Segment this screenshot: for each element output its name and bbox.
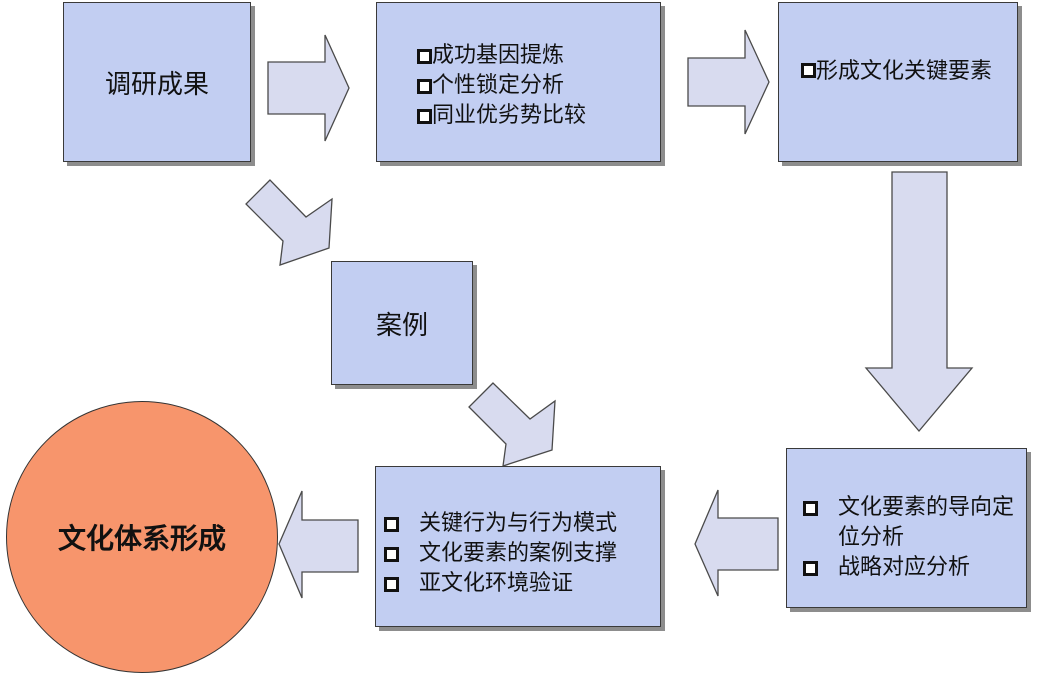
analysis-item: 同业优劣势比较 xyxy=(417,101,660,131)
cases-label: 案例 xyxy=(375,310,428,341)
research-results-box: 调研成果 xyxy=(63,2,251,162)
checkbox-icon xyxy=(803,501,818,516)
checkbox-icon xyxy=(801,63,816,78)
validation-item: 关键行为与行为模式 xyxy=(384,509,660,539)
arrow-key-elements-to-positioning xyxy=(864,171,974,433)
arrow-validation-to-result xyxy=(278,490,359,599)
positioning-box: 文化要素的导向定位分析 战略对应分析 xyxy=(786,448,1027,608)
research-results-label: 调研成果 xyxy=(104,69,209,100)
arrow-research-to-cases xyxy=(245,179,333,266)
analysis-item: 个性锁定分析 xyxy=(417,71,660,101)
culture-system-label: 文化体系形成 xyxy=(57,522,226,555)
checkbox-icon xyxy=(803,561,818,576)
culture-system-circle: 文化体系形成 xyxy=(6,401,278,673)
positioning-item: 战略对应分析 xyxy=(803,553,1016,583)
checkbox-icon xyxy=(417,79,432,94)
positioning-list: 文化要素的导向定位分析 战略对应分析 xyxy=(803,493,1016,583)
arrow-cases-to-validation xyxy=(468,382,556,467)
validation-item: 文化要素的案例支撑 xyxy=(384,539,660,569)
arrow-analysis-to-key-elements xyxy=(687,29,770,135)
checkbox-icon xyxy=(417,109,432,124)
checkbox-icon xyxy=(384,547,399,562)
validation-item: 亚文化环境验证 xyxy=(384,569,660,599)
key-elements-box: 形成文化关键要素 xyxy=(778,2,1018,162)
arrow-research-to-analysis xyxy=(267,34,350,142)
validation-list: 关键行为与行为模式 文化要素的案例支撑 亚文化环境验证 xyxy=(384,509,660,599)
arrow-positioning-to-validation xyxy=(694,489,779,597)
checkbox-icon xyxy=(417,49,432,64)
analysis-item: 成功基因提炼 xyxy=(417,41,660,71)
positioning-item: 文化要素的导向定位分析 xyxy=(803,493,1016,553)
analysis-list: 成功基因提炼 个性锁定分析 同业优劣势比较 xyxy=(417,41,660,131)
key-elements-item: 形成文化关键要素 xyxy=(801,57,993,87)
checkbox-icon xyxy=(384,577,399,592)
cases-box: 案例 xyxy=(331,261,473,385)
analysis-box: 成功基因提炼 个性锁定分析 同业优劣势比较 xyxy=(376,2,661,162)
checkbox-icon xyxy=(384,517,399,532)
validation-box: 关键行为与行为模式 文化要素的案例支撑 亚文化环境验证 xyxy=(375,466,661,627)
